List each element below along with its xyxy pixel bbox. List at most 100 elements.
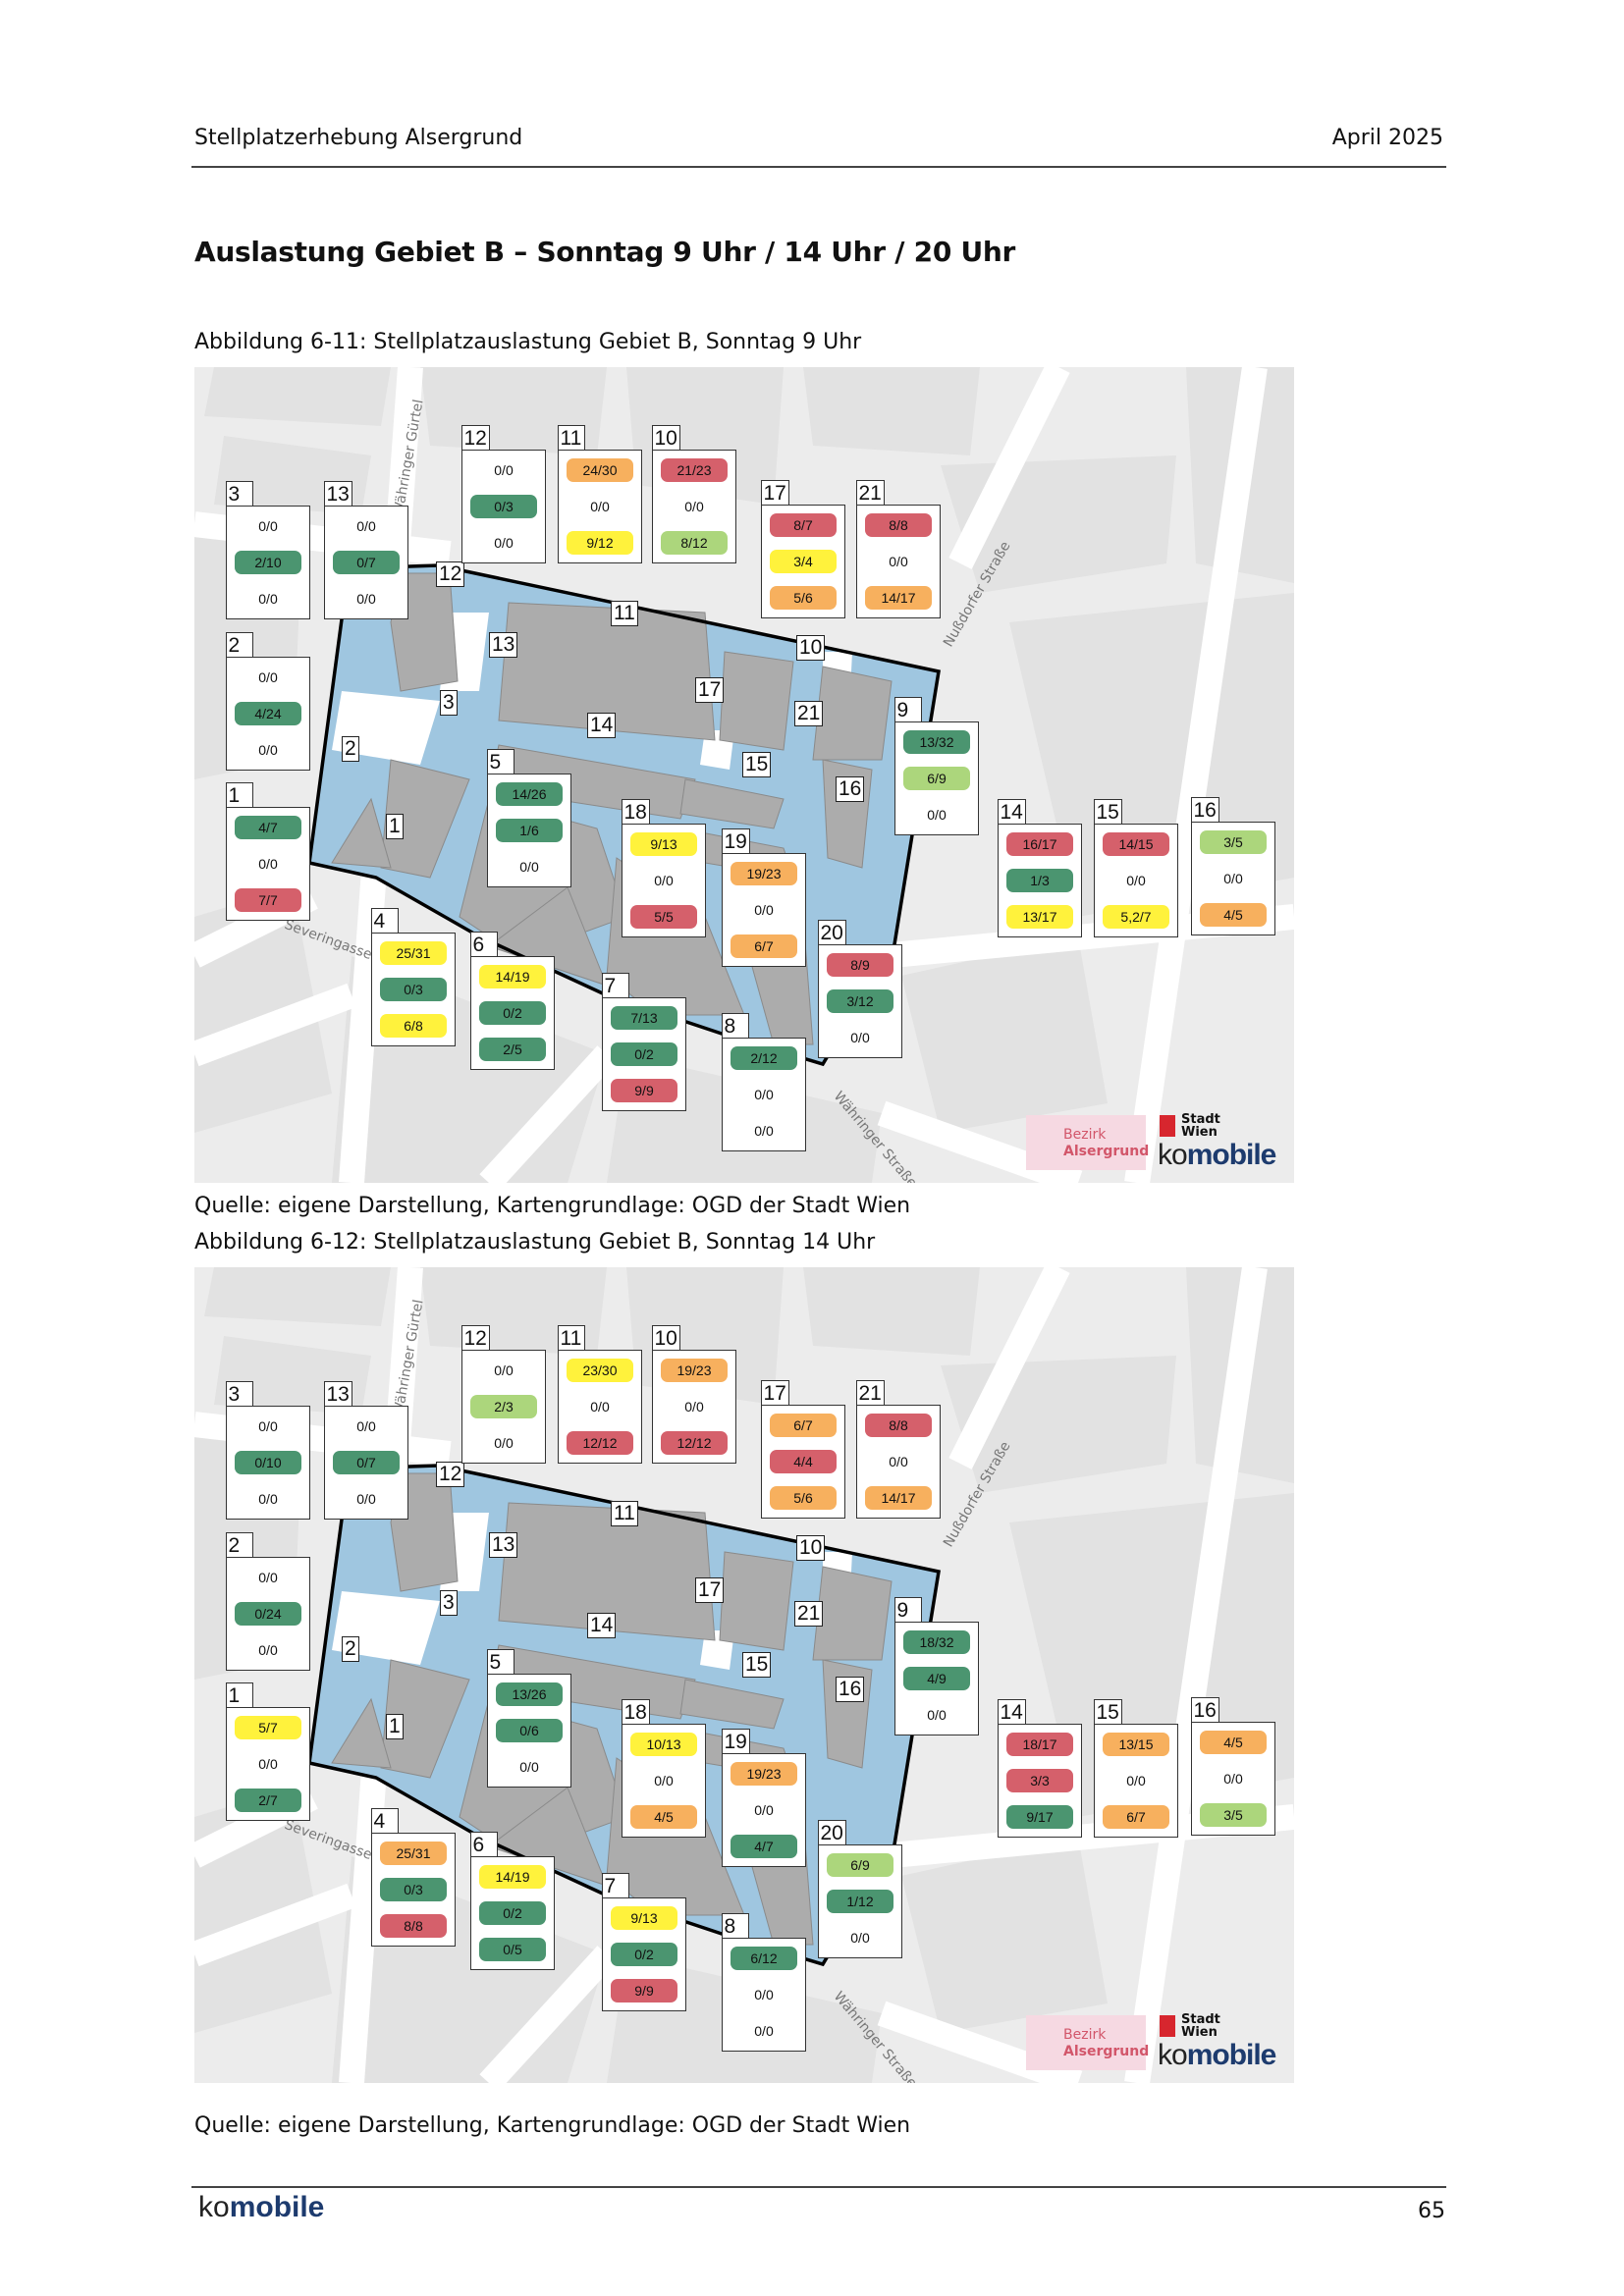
segment-box-number: 5 xyxy=(486,1649,514,1674)
occupancy-cell-empty: 0/0 xyxy=(684,499,704,514)
occupancy-cell-empty: 0/0 xyxy=(1223,871,1243,886)
occupancy-cell-dark-green: 18/32 xyxy=(903,1630,970,1654)
segment-label: 2 xyxy=(342,1636,359,1662)
bezirk-text: Bezirk xyxy=(1063,1127,1107,1143)
occupancy-cell-dark-green: 0/3 xyxy=(470,495,537,518)
occupancy-cell-dark-green: 9/17 xyxy=(1006,1805,1073,1829)
occupancy-cell-yellow: 25/31 xyxy=(380,941,447,965)
occupancy-cell-empty: 0/0 xyxy=(258,742,278,758)
occupancy-cell-dark-green: 0/5 xyxy=(479,1938,546,1961)
occupancy-cell-dark-green: 0/7 xyxy=(333,551,400,574)
occupancy-cell-dark-green: 0/7 xyxy=(333,1451,400,1474)
segment-box-number: 20 xyxy=(817,920,846,944)
segment-box-number: 17 xyxy=(760,1380,789,1405)
segment-box-number: 20 xyxy=(817,1820,846,1844)
segment-box-number: 7 xyxy=(601,973,629,997)
segment-label: 17 xyxy=(695,677,725,703)
occupancy-cell-yellow: 5/7 xyxy=(235,1716,301,1739)
occupancy-cell-dark-green: 4/7 xyxy=(235,816,301,839)
segment-label: 11 xyxy=(611,601,638,626)
occupancy-cell-empty: 0/0 xyxy=(850,1030,870,1045)
occupancy-cell-empty: 0/0 xyxy=(927,1707,947,1723)
occupancy-cell-empty: 0/0 xyxy=(754,1987,774,2002)
occupancy-cell-empty: 0/0 xyxy=(754,1123,774,1139)
wien-flag-icon xyxy=(1160,2015,1175,2037)
occupancy-cell-light-green: 8/12 xyxy=(661,531,728,555)
segment-label: 12 xyxy=(436,561,465,587)
segment-box-number: 14 xyxy=(997,799,1026,824)
occupancy-cell-dark-green: 7/13 xyxy=(611,1006,677,1030)
occupancy-cell-red: 9/9 xyxy=(611,1979,677,2002)
occupancy-cell-empty: 0/0 xyxy=(258,591,278,607)
logo-mobile: mobile xyxy=(229,2191,325,2223)
occupancy-cell-dark-green: 4/7 xyxy=(731,1835,797,1858)
segment-label: 13 xyxy=(489,1532,518,1558)
footer-divider xyxy=(191,2186,1446,2188)
segment-label: 11 xyxy=(611,1501,638,1526)
segment-label: 10 xyxy=(796,1535,826,1561)
segment-box-number: 16 xyxy=(1190,797,1219,822)
segment-label: 14 xyxy=(587,713,617,738)
occupancy-cell-red: 9/9 xyxy=(611,1079,677,1102)
komobile-logo: komobile xyxy=(1158,2039,1276,2072)
occupancy-cell-light-green: 6/9 xyxy=(827,1853,893,1877)
segment-label: 21 xyxy=(794,1601,824,1627)
segment-label: 15 xyxy=(742,752,772,777)
alsergrund-text: Alsergrund xyxy=(1063,1144,1150,1159)
occupancy-cell-empty: 0/0 xyxy=(258,1756,278,1772)
occupancy-cell-red: 18/17 xyxy=(1006,1733,1073,1756)
occupancy-cell-yellow: 23/30 xyxy=(567,1359,633,1382)
segment-box-number: 11 xyxy=(557,1325,585,1350)
figure-caption-2: Abbildung 6-12: Stellplatzauslastung Geb… xyxy=(194,1230,876,1255)
occupancy-cell-dark-green: 4/9 xyxy=(903,1667,970,1690)
wien-text: Wien xyxy=(1181,2025,1218,2040)
figure-source-2: Quelle: eigene Darstellung, Kartengrundl… xyxy=(194,2113,911,2138)
occupancy-cell-empty: 0/0 xyxy=(1223,1771,1243,1787)
occupancy-cell-light-green: 6/9 xyxy=(903,767,970,790)
occupancy-cell-empty: 0/0 xyxy=(590,499,610,514)
alsergrund-text: Alsergrund xyxy=(1063,2044,1150,2059)
segment-label: 3 xyxy=(440,690,458,716)
header-divider xyxy=(191,166,1446,168)
segment-box-number: 3 xyxy=(225,1381,253,1406)
occupancy-cell-orange: 4/5 xyxy=(1200,1731,1267,1754)
occupancy-cell-yellow: 6/8 xyxy=(380,1014,447,1038)
occupancy-cell-dark-green: 0/2 xyxy=(479,1001,546,1025)
occupancy-cell-yellow: 9/13 xyxy=(630,832,697,856)
occupancy-cell-dark-green: 0/3 xyxy=(380,1878,447,1901)
occupancy-cell-dark-green: 3/12 xyxy=(827,989,893,1013)
occupancy-cell-empty: 0/0 xyxy=(356,1418,376,1434)
occupancy-cell-dark-green: 1/12 xyxy=(827,1890,893,1913)
segment-box-number: 6 xyxy=(469,1832,498,1856)
bezirk-text: Bezirk xyxy=(1063,2027,1107,2043)
occupancy-cell-light-green: 2/3 xyxy=(470,1395,537,1418)
occupancy-cell-empty: 0/0 xyxy=(1126,873,1146,888)
occupancy-cell-empty: 0/0 xyxy=(654,873,674,888)
segment-label: 2 xyxy=(342,736,359,762)
occupancy-cell-yellow: 13/17 xyxy=(1006,905,1073,929)
occupancy-cell-dark-green: 4/24 xyxy=(235,702,301,725)
segment-box-number: 18 xyxy=(621,799,650,824)
segment-label: 17 xyxy=(695,1577,725,1603)
occupancy-cell-dark-green: 0/24 xyxy=(235,1602,301,1626)
